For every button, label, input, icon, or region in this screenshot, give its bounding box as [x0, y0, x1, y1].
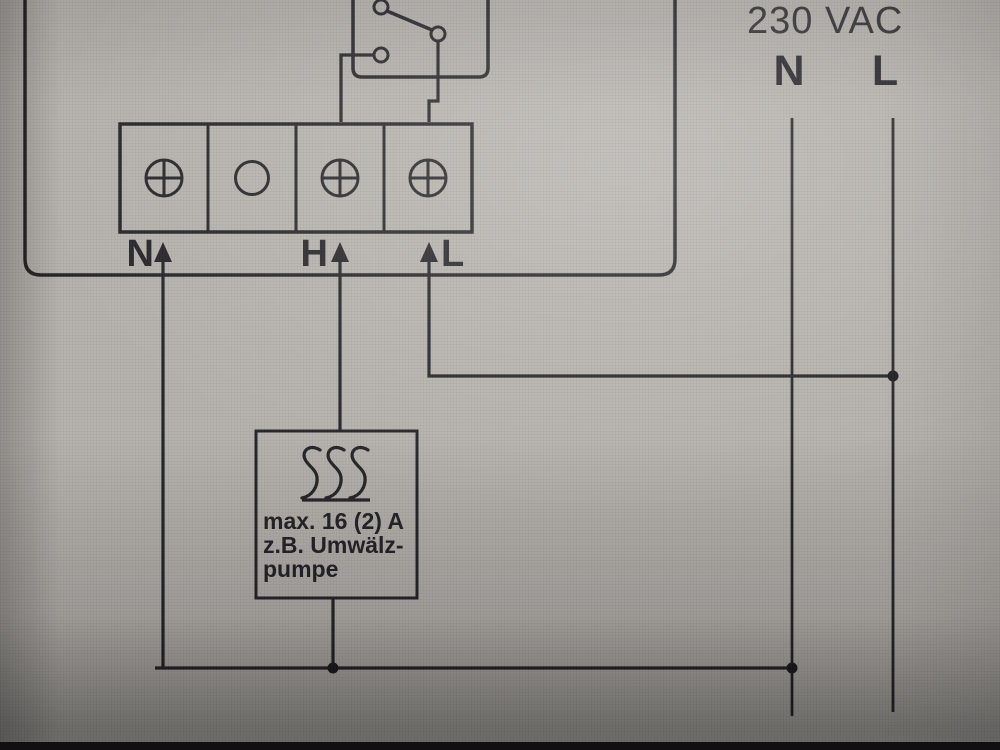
relay-box [351, 0, 490, 79]
wire-live-from-terminal [427, 260, 893, 378]
relay-contact-common [372, 0, 390, 16]
load-box [254, 429, 419, 600]
screen-bottom-bezel [0, 742, 1000, 750]
load-caption-line1: max. 16 (2) A [263, 508, 405, 534]
device-outline [23, 0, 677, 277]
relay-switch-arm [386, 9, 433, 32]
junction-dot [887, 370, 899, 382]
relay-wire-to-H [339, 53, 374, 122]
arrow-up-icon [154, 242, 172, 262]
supply-neutral-label: N [773, 47, 805, 95]
heat-waves-icon [300, 445, 370, 502]
screw-terminal-n-icon [144, 158, 184, 198]
junction-dot [327, 662, 339, 674]
supply-voltage-label: 230 VAC [747, 0, 904, 42]
screw-terminal-h-icon [320, 158, 360, 198]
screw-terminal-l-icon [408, 158, 448, 198]
relay-contact-no [429, 25, 447, 43]
terminal-label-h: H [300, 233, 328, 275]
load-caption: max. 16 (2) A z.B. Umwälz- pumpe [263, 509, 404, 581]
arrow-up-icon [420, 242, 438, 262]
supply-live-label: L [871, 47, 899, 95]
load-caption-line2: z.B. Umwälz- [263, 532, 404, 558]
relay-wire-to-L [427, 41, 440, 122]
terminal-label-l: L [441, 233, 465, 275]
terminal-label-n: N [126, 233, 154, 275]
load-caption-line3: pumpe [263, 556, 339, 582]
terminal-arrows [154, 242, 438, 262]
junction-dots [327, 370, 899, 674]
arrow-up-icon [331, 242, 349, 262]
relay-changeover-contact-icon [339, 0, 490, 122]
junction-dot [786, 662, 798, 674]
relay-contact-output [372, 46, 390, 64]
load-box-frame [254, 429, 419, 600]
plain-terminal-icon [234, 160, 270, 196]
terminal-block [118, 122, 474, 234]
